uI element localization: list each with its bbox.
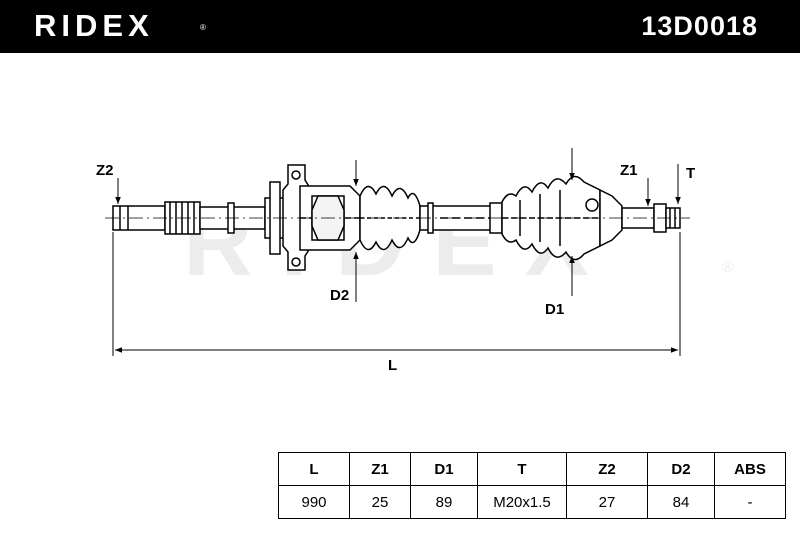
spec-value-d2: 84	[647, 485, 715, 519]
spec-table-header-row: L Z1 D1 T Z2 D2 ABS	[278, 452, 786, 486]
watermark-registered-icon: ®	[722, 259, 734, 276]
part-number: 13D0018	[641, 11, 758, 41]
label-l: L	[388, 357, 397, 374]
spec-value-abs: -	[714, 485, 786, 519]
label-z1: Z1	[620, 162, 638, 179]
spec-header-d1: D1	[410, 452, 478, 486]
spec-header-z2: Z2	[566, 452, 648, 486]
spec-header-t: T	[477, 452, 567, 486]
dimension-lines	[112, 148, 681, 356]
registered-mark-icon: ®	[200, 23, 206, 32]
drive-shaft-drawing: RIDEX ®	[96, 148, 734, 374]
spec-value-z2: 27	[566, 485, 648, 519]
spec-value-d1: 89	[410, 485, 478, 519]
spec-header-l: L	[278, 452, 350, 486]
spec-value-z1: 25	[349, 485, 411, 519]
table-row: 990 25 89 M20x1.5 27 84 -	[278, 485, 786, 519]
spec-value-l: 990	[278, 485, 350, 519]
spec-header-abs: ABS	[714, 452, 786, 486]
label-d1: D1	[545, 301, 564, 318]
header-bar: RIDEX ® 13D0018	[0, 0, 800, 53]
brand-logo: RIDEX	[34, 8, 154, 43]
spec-value-t: M20x1.5	[477, 485, 567, 519]
spec-header-d2: D2	[647, 452, 715, 486]
shaft-outline	[105, 164, 690, 271]
spec-header-z1: Z1	[349, 452, 411, 486]
label-t: T	[686, 165, 695, 182]
label-z2: Z2	[96, 162, 114, 179]
label-d2: D2	[330, 287, 349, 304]
spec-table: L Z1 D1 T Z2 D2 ABS 990 25 89 M20x1.5 27…	[278, 452, 786, 519]
